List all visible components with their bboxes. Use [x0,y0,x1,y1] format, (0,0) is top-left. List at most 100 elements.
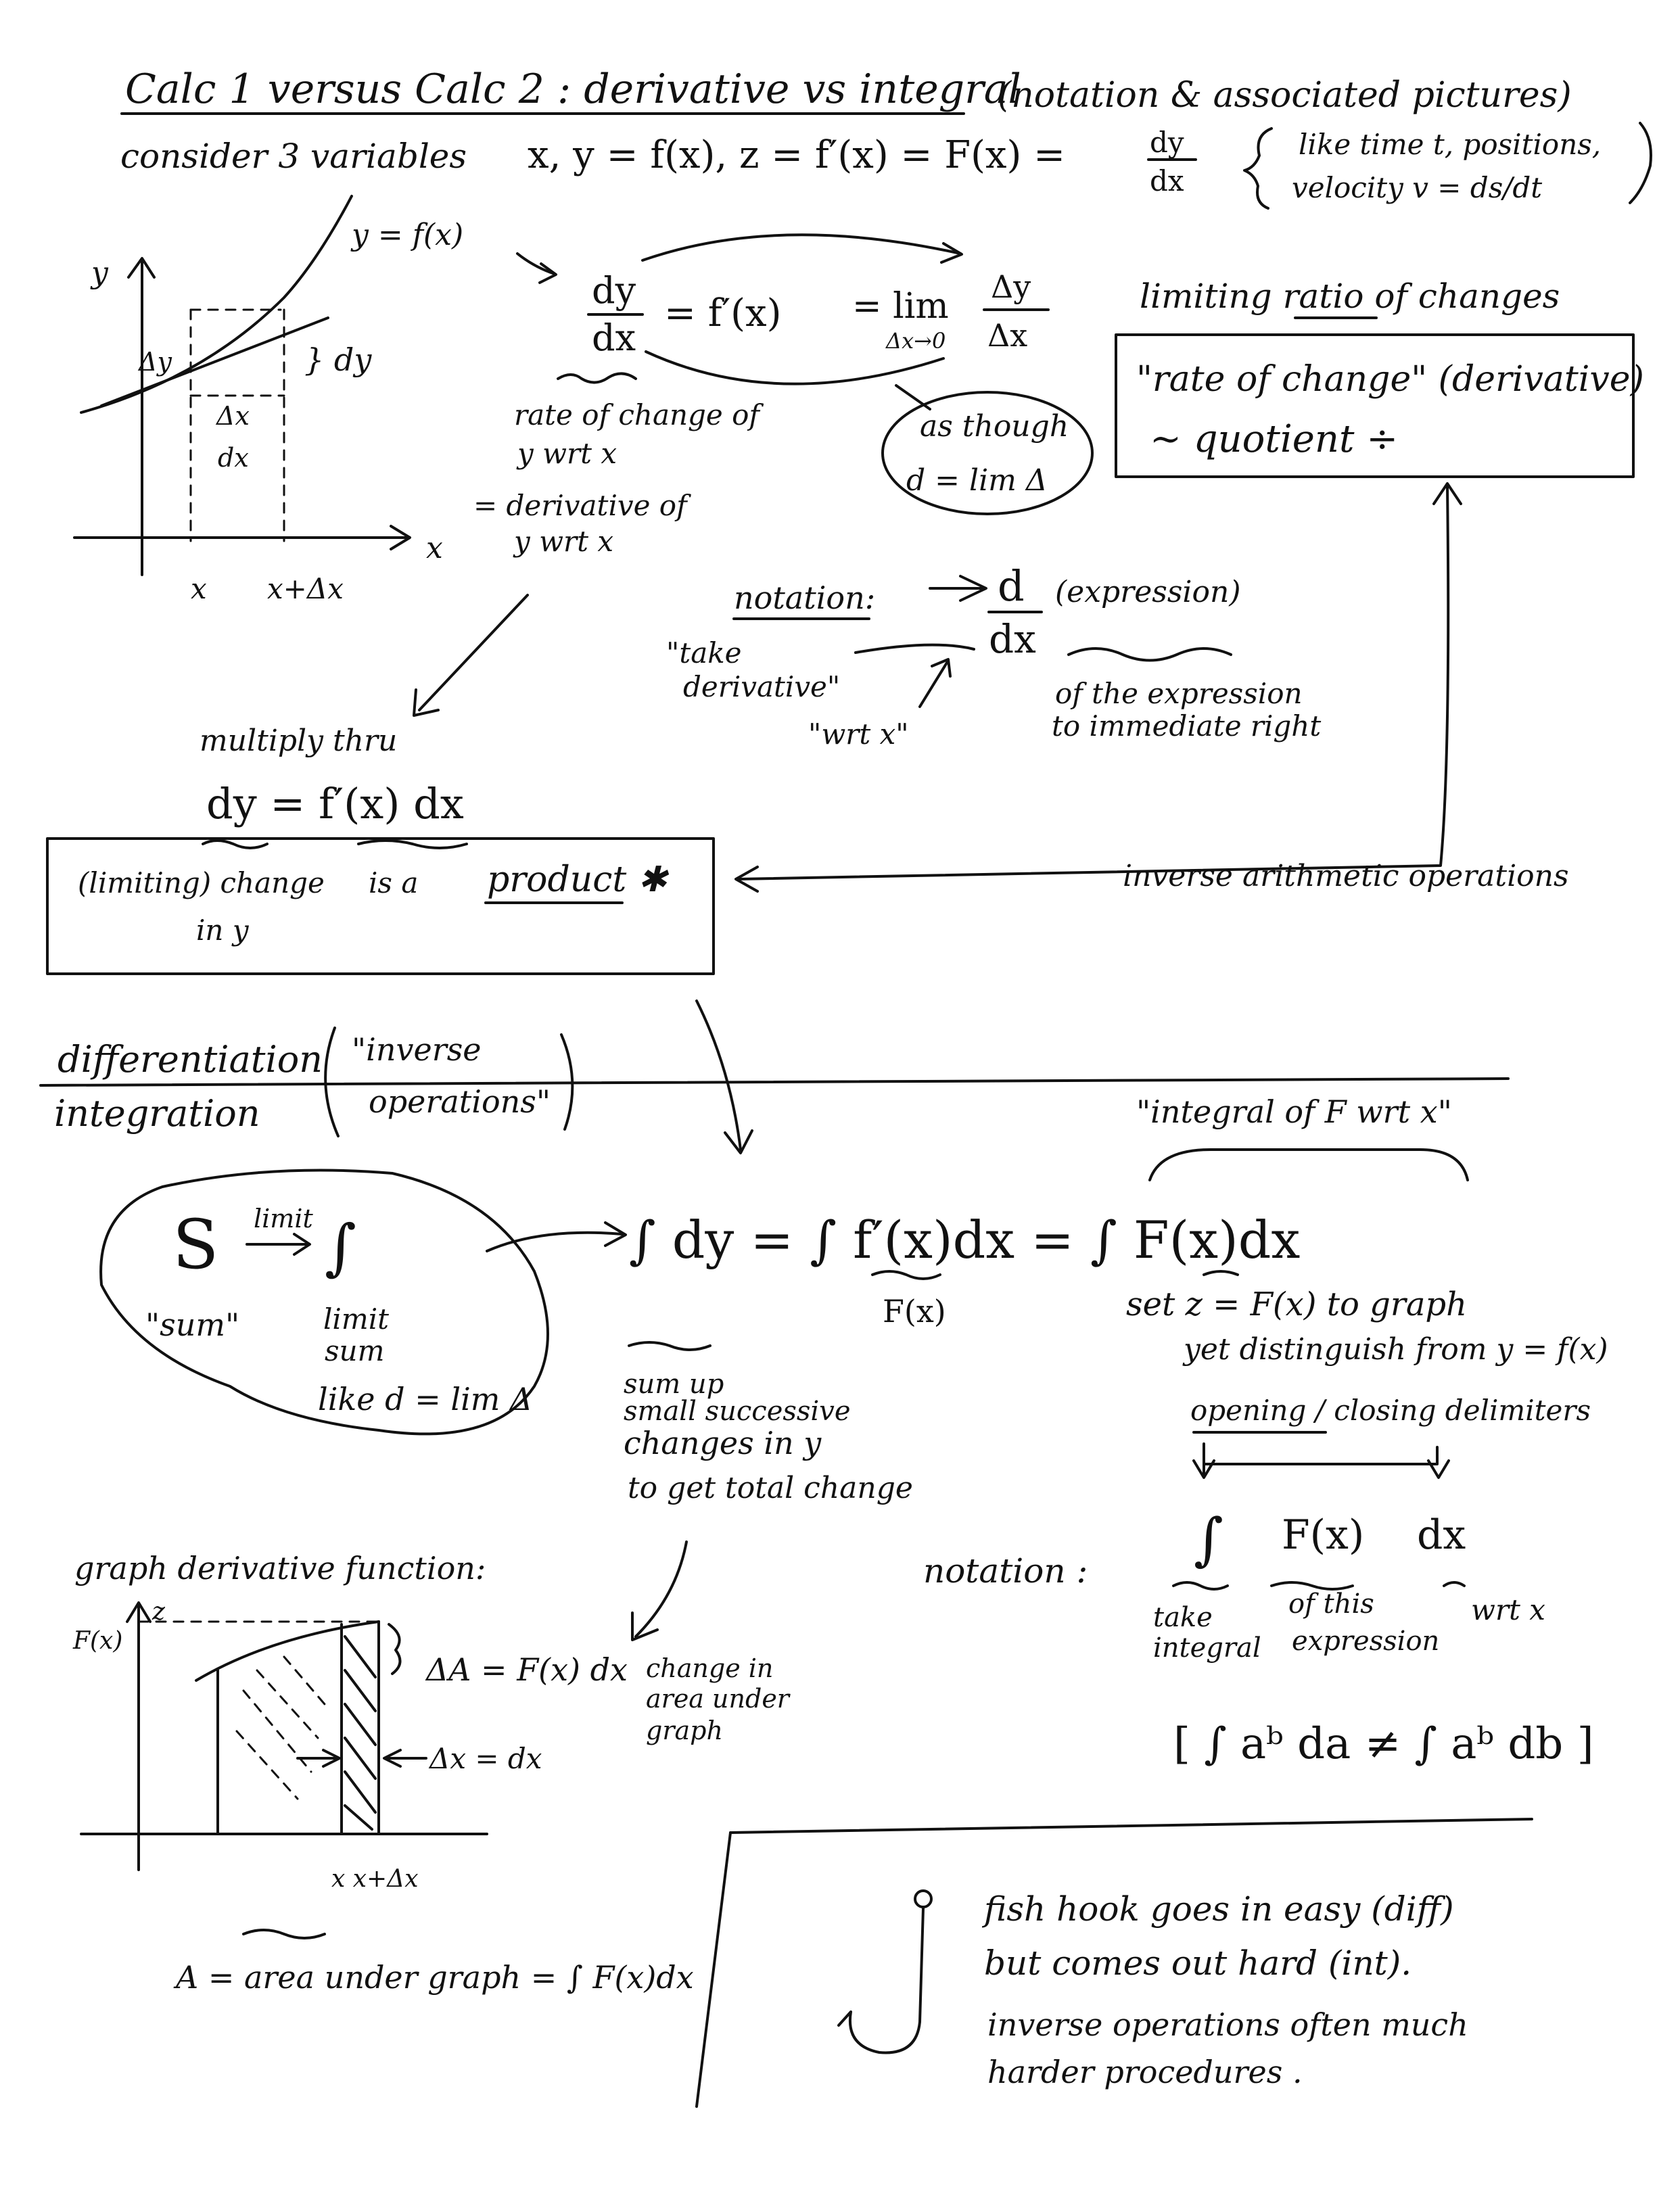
intro-brace-left [1243,127,1273,210]
notation-int-dx: dx [1417,1511,1466,1559]
arrow-to-area [634,1540,688,1638]
graph-derivative: y x y = f(x) Δy } dy Δx dx x x+Δx [73,195,463,605]
derivative-notation: notation: "take derivative" "wrt x" d dx… [666,561,1321,751]
ratio-line-1: "rate of change" (derivative) [1136,359,1644,400]
blob-long-s: ∫ [325,1212,356,1283]
inverse-arith-label: inverse arithmetic operations [1123,859,1569,893]
ratio-box [1115,333,1635,478]
as-though-bubble [881,391,1094,515]
page-subtitle: (notation & associated pictures) [998,75,1572,116]
notation-expl-1: of the expression [1055,677,1303,710]
is-a-label: is a [369,866,418,899]
graph1-tangent [100,316,329,407]
deriv-rhs-num: Δy [991,268,1031,305]
intro-paren-right [1629,122,1652,204]
inverse-ops-1: "inverse [352,1031,482,1068]
graph2-curve [195,1620,380,1682]
graph2-delta-a: ΔA = F(x) dx [425,1651,628,1688]
change-in-y-2: in y [196,914,250,947]
deriv-eq2: = lim [852,286,949,327]
deriv-arc-top [641,233,962,262]
intro-formula: x, y = f(x), z = f′(x) = F(x) = [528,133,1065,177]
fishhook-line-4: harder procedures . [987,2054,1303,2090]
deriv-arc-bottom [645,350,945,385]
graph1-tick-x: x [191,572,207,605]
of-this-2: expression [1292,1626,1439,1657]
graph2-ticks: x x+Δx [331,1865,419,1893]
arrow-to-multiply [418,594,529,711]
main-divider [39,1077,1510,1087]
take-integral-1: take [1153,1602,1213,1633]
graph1-x-arrow [390,525,411,550]
deriv-rhs-den: Δx [987,317,1027,354]
bubble-line-2: d = lim Δ [906,463,1048,498]
graph1-delta-y: Δy [137,347,172,377]
graph1-tick-x2: x+Δx [267,572,344,605]
wrt-x-label: "wrt x" [808,717,909,751]
deriv-note-1: rate of change of [514,398,764,431]
page-title: Calc 1 versus Calc 2 : derivative vs int… [125,66,1021,113]
fishhook-line-2: but comes out hard (int). [984,1944,1411,1983]
intro-text: consider 3 variables [120,137,467,176]
take-integral-2: integral [1153,1632,1261,1664]
deriv-eq1: = f′(x) [664,291,781,335]
intro-frac-den: dx [1150,164,1184,197]
deriv-note-4: y wrt x [513,525,613,558]
graph1-curve [80,195,353,414]
notation-d: d [998,561,1025,611]
blob-limit-sum-1: limit [323,1302,389,1336]
graph1-x-label: x [426,531,443,565]
deriv-brace-1 [557,372,637,384]
graph2-fx: F(x) [72,1627,122,1655]
graph2-dx: Δx = dx [428,1742,542,1775]
graph1-delta-x: Δx [215,401,250,431]
graph2-title: graph derivative function: [74,1550,486,1586]
of-this-1: of this [1288,1588,1374,1620]
graph1-dy: } dy [304,342,372,378]
product-box [46,837,715,975]
arrow-to-integral [695,999,742,1151]
fishhook-line-3: inverse operations often much [987,2006,1468,2043]
notation-d-label: notation: [734,580,875,616]
notation-int-fx: F(x) [1282,1511,1364,1559]
delimiters-label: opening / closing delimiters [1190,1394,1591,1427]
derivative-definition: dy dx = f′(x) = lim Δx→0 Δy Δx rate of c… [473,233,1094,558]
notation-int-label: notation : [923,1551,1088,1591]
ratio-heading: limiting ratio of changes [1140,277,1560,316]
sumup-2: small successive [624,1396,851,1427]
fish-hook-icon [837,1889,933,2054]
ratio-line-2: ~ quotient ÷ [1150,417,1398,461]
deriv-lhs-den: dx [592,316,636,359]
graph-integral: graph derivative function: z F(x) ΔA = F… [72,1550,791,1996]
diff-label: differentiation [57,1038,323,1081]
deriv-lhs-num: dy [592,269,636,312]
blob-sum-q: "sum" [145,1307,239,1343]
graph2-change-2: area under [646,1684,791,1714]
intro-note-1: like time t, positions, [1299,128,1601,161]
graph1-y-arrow [127,257,156,279]
intro-note-2: velocity v = ds/dt [1292,171,1542,204]
blob-like: like d = lim Δ [318,1381,532,1417]
multiply-thru: multiply thru [200,724,397,758]
graph2-change-3: graph [646,1716,723,1745]
fishhook-line-1: fish hook goes in easy (diff) [981,1889,1454,1929]
distinguish-line: yet distinguish from y = f(x) [1182,1332,1608,1367]
bottom-divider [729,1818,1533,1834]
graph1-curve-label: y = f(x) [350,218,463,252]
sumup-4: to get total change [628,1471,913,1505]
sumup-3: changes in y [624,1425,822,1461]
integral-equation: ∫ dy = ∫ f′(x)dx = ∫ F(x)dx [629,1210,1300,1270]
integ-label: integration [54,1092,260,1135]
graph2-area: A = area under graph = ∫ F(x)dx [173,1959,694,1996]
graph2-z: z [151,1598,166,1626]
notation-expression: (expression) [1055,575,1240,609]
graph1-dx: dx [218,443,249,473]
int-example: [ ∫ aᵇ da ≠ ∫ aᵇ db ] [1173,1719,1594,1769]
notation-int-s: ∫ [1194,1506,1223,1572]
graph2-change-1: change in [646,1653,773,1683]
set-z-line: set z = F(x) to graph [1126,1286,1467,1323]
graph1-y-label: y [90,256,109,290]
blob-s: S [172,1205,219,1284]
notation-expl-2: to immediate right [1052,709,1321,743]
